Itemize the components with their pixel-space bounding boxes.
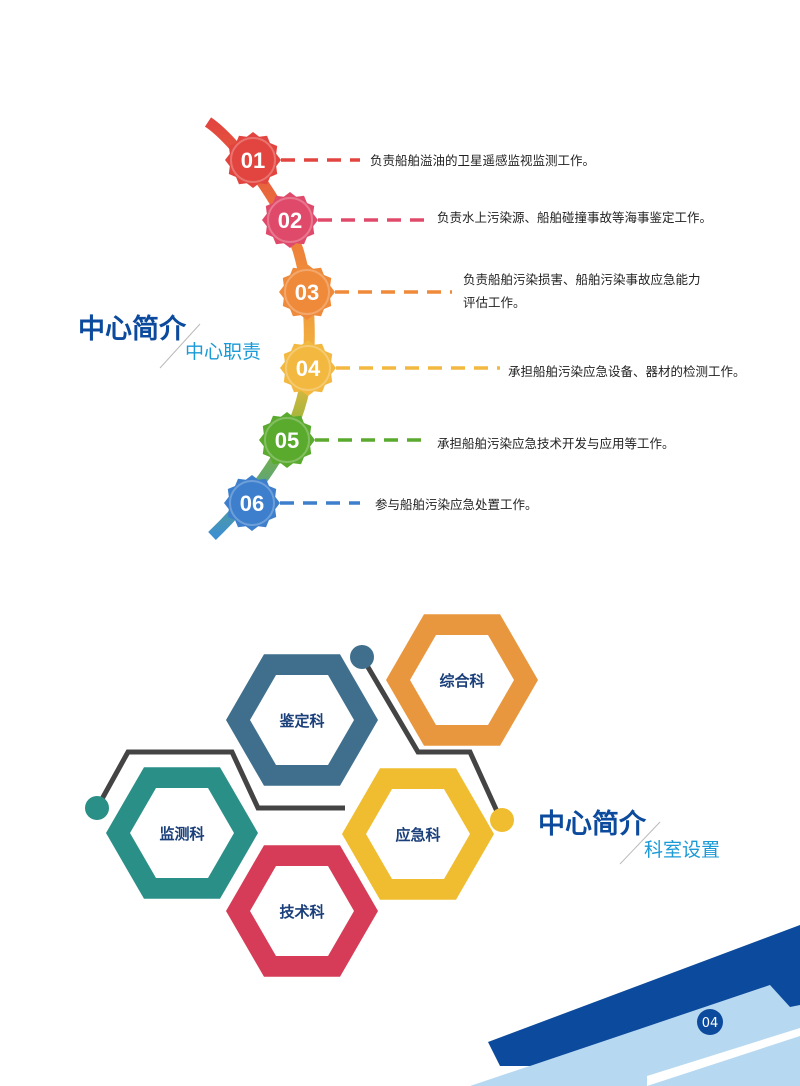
footer-decoration [470, 925, 800, 1086]
duty-item: 01 负责船舶溢油的卫星遥感监视监测工作。 [225, 132, 595, 188]
duty-text: 参与船舶污染应急处置工作。 [375, 497, 538, 512]
department-hexagon: 应急科 [342, 768, 494, 900]
connector-lines [94, 655, 503, 820]
duty-item: 04 承担船舶污染应急设备、器材的检测工作。 [280, 340, 746, 396]
duty-text: 承担船舶污染应急技术开发与应用等工作。 [437, 436, 675, 451]
page-number: 04 [702, 1016, 719, 1031]
timeline-curve [204, 117, 315, 540]
page-number-badge [697, 1009, 723, 1035]
divider-slash [159, 323, 201, 369]
badge-number: 02 [278, 208, 302, 233]
duty-item: 06 参与船舶污染应急处置工作。 [224, 475, 538, 531]
divider-slash [619, 821, 661, 865]
badge-number: 01 [241, 148, 265, 173]
duty-item: 05 承担船舶污染应急技术开发与应用等工作。 [259, 412, 675, 468]
department-label: 应急科 [395, 826, 440, 844]
section1-title: 中心简介 [78, 313, 187, 345]
section1-heading: 中心简介 中心职责 [78, 313, 261, 369]
badge-number: 05 [275, 428, 299, 453]
connector-dot [350, 645, 374, 669]
badge-number: 03 [295, 280, 319, 305]
duty-text: 负责水上污染源、船舶碰撞事故等海事鉴定工作。 [437, 210, 712, 225]
department-label: 技术科 [279, 903, 324, 921]
department-label: 综合科 [439, 672, 484, 690]
section2-heading: 中心简介 科室设置 [538, 808, 720, 865]
connector-dot [85, 796, 109, 820]
section1-subtitle: 中心职责 [185, 341, 261, 363]
section2-subtitle: 科室设置 [644, 839, 720, 861]
department-label: 监测科 [159, 825, 204, 843]
duty-text: 承担船舶污染应急设备、器材的检测工作。 [508, 364, 746, 379]
duty-text: 负责船舶溢油的卫星遥感监视监测工作。 [370, 153, 595, 168]
badge-number: 04 [296, 356, 321, 381]
department-hexagon: 技术科 [226, 845, 378, 977]
section2-title: 中心简介 [538, 808, 647, 840]
department-hexagon: 监测科 [106, 767, 258, 899]
duty-text: 评估工作。 [463, 295, 526, 310]
department-label: 鉴定科 [278, 712, 324, 730]
department-hexagon: 综合科 [386, 614, 538, 746]
duty-text: 负责船舶污染损害、船舶污染事故应急能力 [463, 272, 701, 287]
connector-dot [490, 808, 514, 832]
duty-item: 02 负责水上污染源、船舶碰撞事故等海事鉴定工作。 [262, 192, 712, 248]
department-hexagon: 鉴定科 [226, 654, 378, 786]
badge-number: 06 [240, 491, 264, 516]
